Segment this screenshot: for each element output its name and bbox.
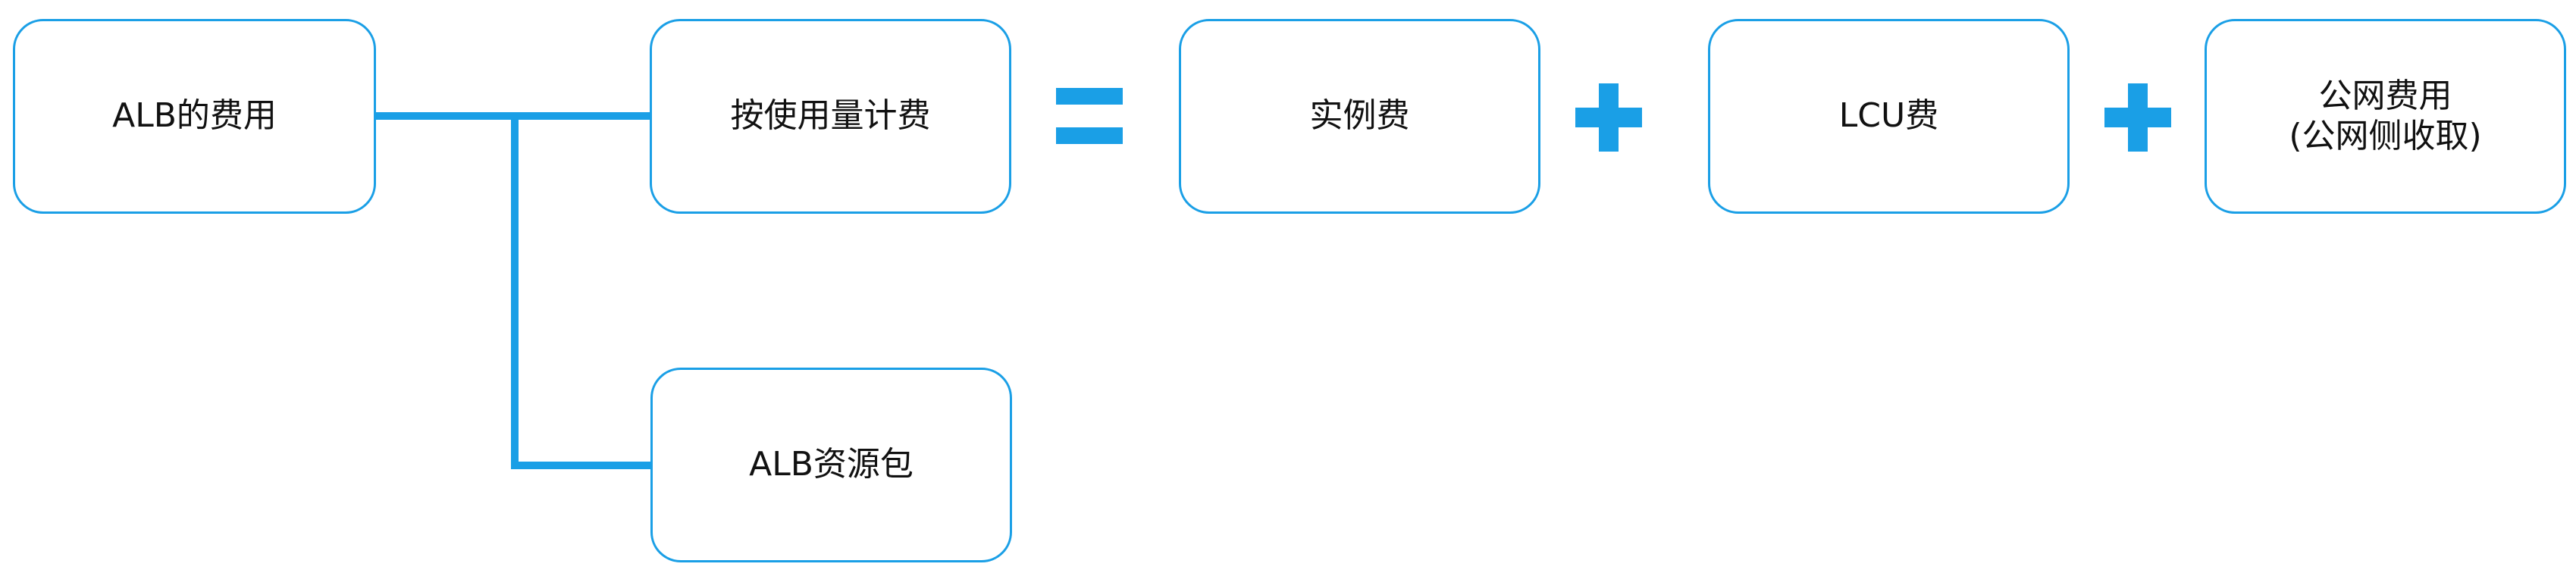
node-alb-cost: ALB的费用 — [13, 19, 376, 214]
node-pay-as-you-go: 按使用量计费 — [650, 19, 1011, 214]
node-public-network-fee-label: 公网费用 (公网侧收取) — [2289, 76, 2482, 155]
node-instance-fee: 实例费 — [1179, 19, 1540, 214]
node-alb-resource-pack-label: ALB资源包 — [749, 445, 914, 484]
node-instance-fee-label: 实例费 — [1309, 96, 1410, 136]
node-pay-as-you-go-label: 按使用量计费 — [730, 96, 931, 136]
node-lcu-fee: LCU费 — [1708, 19, 2070, 214]
node-alb-cost-label: ALB的费用 — [112, 96, 277, 136]
node-lcu-fee-label: LCU费 — [1838, 96, 1939, 136]
node-alb-resource-pack: ALB资源包 — [650, 368, 1012, 562]
plus-icon — [2104, 83, 2171, 152]
plus-icon — [1575, 83, 1642, 152]
equals-icon — [1056, 88, 1123, 144]
node-public-network-fee: 公网费用 (公网侧收取) — [2205, 19, 2566, 214]
